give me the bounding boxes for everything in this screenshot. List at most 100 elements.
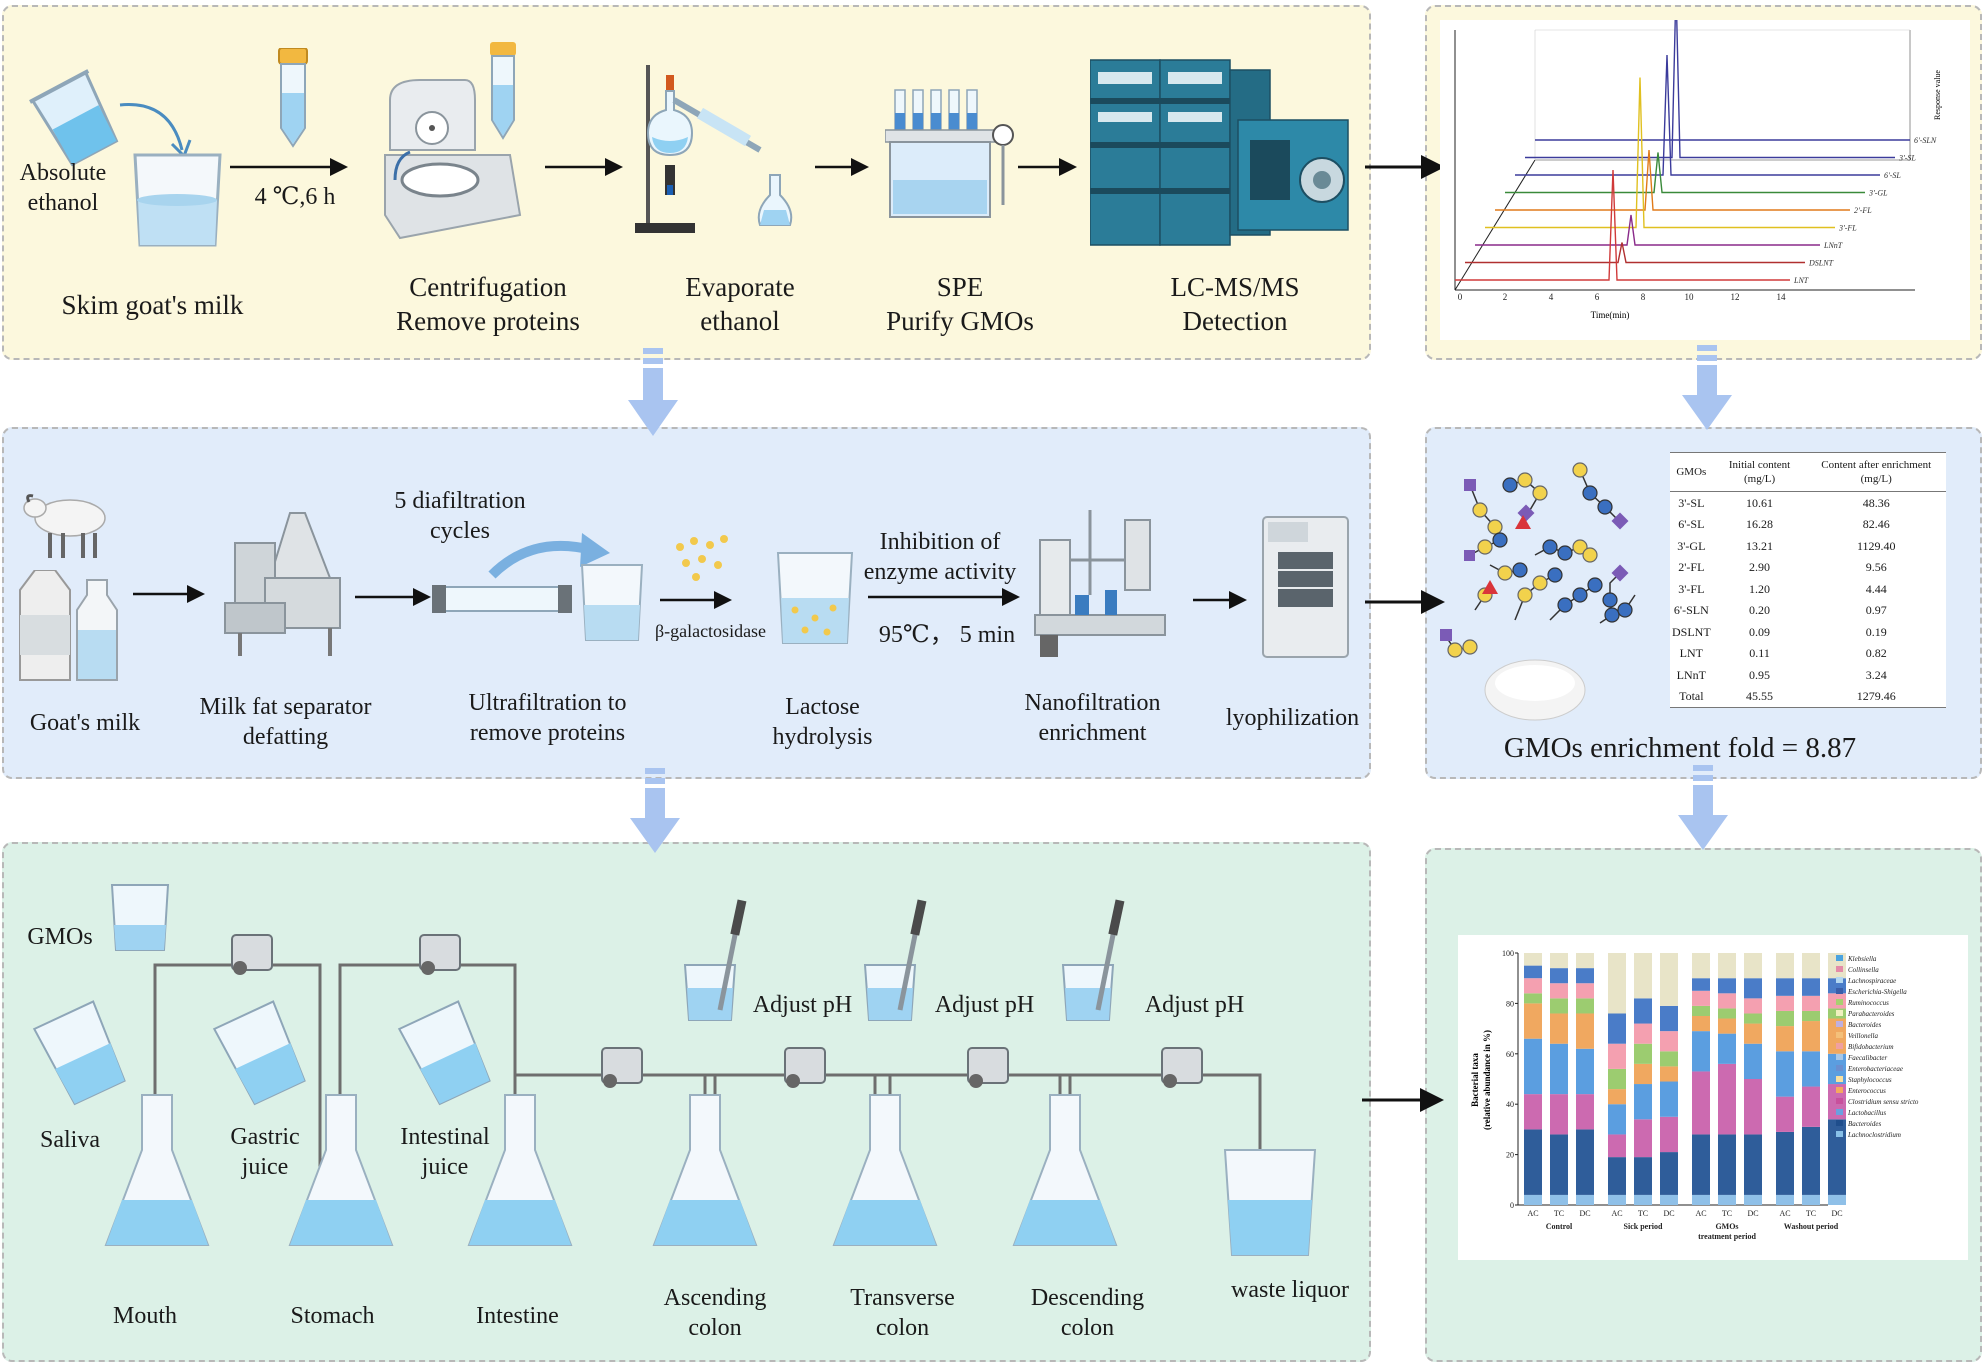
legend-label: Staphylococcus xyxy=(1848,1076,1892,1084)
legend-label: Enterobacteriaceae xyxy=(1847,1065,1903,1073)
table-cell: Total xyxy=(1670,685,1713,708)
bar-segment xyxy=(1550,968,1568,984)
absolute-ethanol-line-1: Absolute xyxy=(19,160,107,186)
bar-segment xyxy=(1576,1194,1594,1205)
bar-segment xyxy=(1744,1134,1762,1195)
legend-swatch xyxy=(1836,999,1843,1005)
bar-segment xyxy=(1776,995,1794,1011)
bar-segment xyxy=(1692,978,1710,991)
evaporation-apparatus-icon xyxy=(635,65,793,233)
bar-segment xyxy=(1718,1033,1736,1064)
legend-label: Bifidobacterium xyxy=(1848,1043,1894,1051)
bar-segment xyxy=(1576,983,1594,999)
table-cell: 45.55 xyxy=(1712,685,1807,708)
arrow-right-icon xyxy=(133,585,205,603)
bar-chart-ylabel-line-2: (relative abundance in %) xyxy=(1482,1030,1492,1130)
legend-label: Veillonella xyxy=(1848,1032,1878,1040)
waste-liquor-label: waste liquor xyxy=(1231,1277,1349,1303)
bar-segment xyxy=(1660,1031,1678,1052)
bar-segment xyxy=(1576,1129,1594,1195)
down-arrow-icon xyxy=(1678,765,1728,850)
gastric-line-2: juice xyxy=(241,1154,289,1180)
lyophilization-label: lyophilization xyxy=(1225,705,1360,731)
digestion-panel xyxy=(2,842,1371,1362)
adjust-ph-descending-label: Adjust pH xyxy=(1144,992,1245,1018)
arrow-right-icon xyxy=(1018,158,1077,176)
bar-segment xyxy=(1550,953,1568,969)
bar-segment xyxy=(1744,1194,1762,1205)
spe-line-2: Purify GMOs xyxy=(886,306,1034,336)
mouth-label: Mouth xyxy=(112,1303,177,1329)
milk-carton-icon xyxy=(19,570,118,681)
chromatogram-trace xyxy=(1495,149,1850,211)
chromatogram-series-label: 6'-SL xyxy=(1884,171,1901,180)
y-tick-label: 100 xyxy=(1502,949,1514,958)
chromatogram-series-label: 2'-FL xyxy=(1854,206,1872,215)
adjust-ph-ascending-label: Adjust pH xyxy=(752,992,853,1018)
bar-segment xyxy=(1576,953,1594,969)
legend-swatch xyxy=(1836,1010,1843,1016)
chromatogram-trace xyxy=(1505,152,1865,194)
separator-line-1: Milk fat separator xyxy=(199,694,372,720)
bar-segment xyxy=(1718,953,1736,979)
bar-segment xyxy=(1608,953,1626,1014)
bar-segment xyxy=(1776,1194,1794,1205)
bar-segment xyxy=(1718,1018,1736,1034)
bar-segment xyxy=(1634,953,1652,999)
chromatogram-z-label: Response value xyxy=(1933,70,1942,120)
bar-segment xyxy=(1660,1194,1678,1205)
inhibition-line-2: enzyme activity xyxy=(863,559,1017,585)
diafiltration-line-2: cycles xyxy=(430,518,490,544)
centrifuge-icon xyxy=(384,42,522,240)
bar-segment xyxy=(1744,1013,1762,1024)
digestion-system-illustration xyxy=(32,884,1317,1256)
legend-swatch xyxy=(1836,1109,1843,1115)
x-tick-label: TC xyxy=(1554,1209,1564,1218)
lcms-line-2: Detection xyxy=(1182,306,1288,336)
bar-segment xyxy=(1692,953,1710,979)
bar-segment xyxy=(1550,1013,1568,1044)
enrichment-fold-caption: GMOs enrichment fold = 8.87 xyxy=(1503,732,1857,764)
bar-segment xyxy=(1692,1005,1710,1016)
spe-manifold-icon xyxy=(885,89,1014,218)
bar-segment xyxy=(1692,1031,1710,1072)
table-cell: 2.90 xyxy=(1749,560,1771,575)
bar-segment xyxy=(1776,1026,1794,1052)
y-tick-label: 0 xyxy=(1510,1201,1514,1210)
nanofiltration-line-2: enrichment xyxy=(1038,720,1147,746)
centrifugation-line-2: Remove proteins xyxy=(396,306,580,336)
adjust-ph-transverse-label: Adjust pH xyxy=(934,992,1035,1018)
bar-segment xyxy=(1802,1010,1820,1022)
bar-segment xyxy=(1524,978,1542,994)
group-label: treatment period xyxy=(1698,1232,1756,1241)
bar-segment xyxy=(1718,1134,1736,1195)
bar-segment xyxy=(1634,998,1652,1024)
table-cell: LNnT xyxy=(1676,667,1706,682)
x-tick: 2 xyxy=(1503,292,1508,302)
x-tick-label: AC xyxy=(1779,1209,1790,1218)
legend-swatch xyxy=(1836,1054,1843,1060)
goat-icon xyxy=(23,494,106,558)
x-tick: 6 xyxy=(1595,292,1600,302)
transverse-line-1: Transverse xyxy=(850,1285,955,1311)
table-cell: 0.97 xyxy=(1865,603,1887,618)
legend-label: Parabacteroides xyxy=(1847,1010,1895,1018)
centrifuge-tube-icon xyxy=(278,48,308,148)
bar-segment xyxy=(1776,953,1794,979)
freeze-dryer-icon xyxy=(1262,516,1349,658)
chromatogram-series-label: 6'-SLN xyxy=(1914,136,1937,145)
bar-segment xyxy=(1634,1119,1652,1158)
chromatogram-series-label: 3'-GL xyxy=(1868,189,1888,198)
group-label: Sick period xyxy=(1624,1222,1663,1231)
table-cell: 3.24 xyxy=(1865,667,1887,682)
